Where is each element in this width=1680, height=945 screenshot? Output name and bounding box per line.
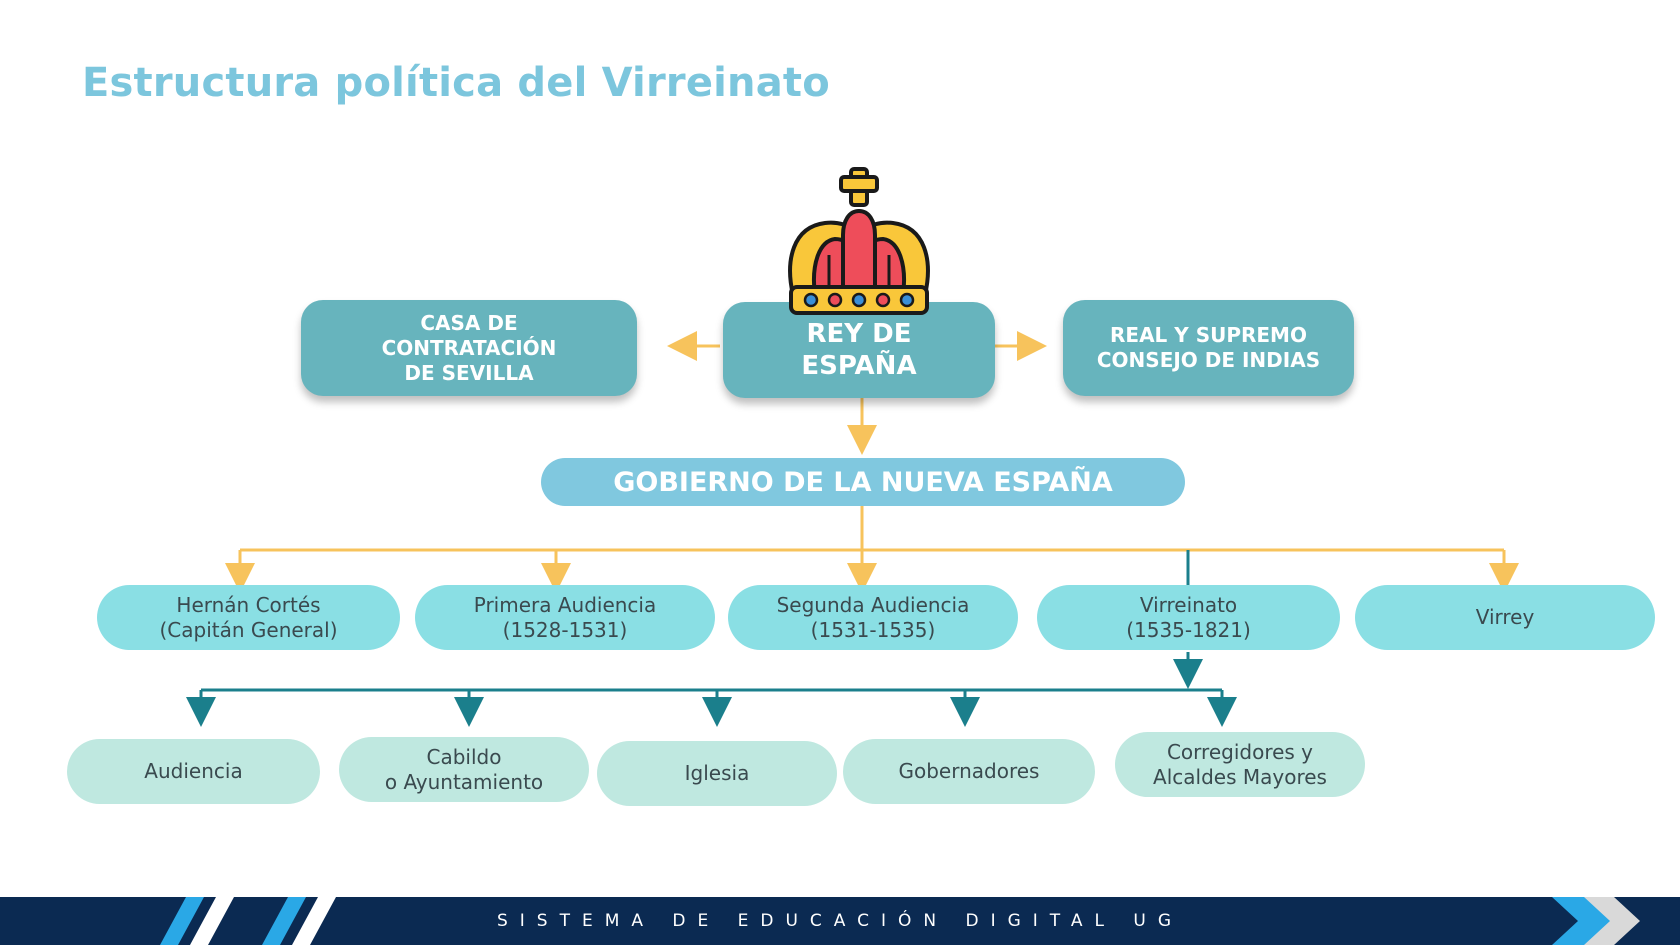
- level2-item-virreinato: Virreinato (1535-1821): [1037, 585, 1340, 650]
- level2-item-primera-audiencia: Primera Audiencia (1528-1531): [415, 585, 715, 650]
- level3-item-cabildo: Cabildo o Ayuntamiento: [339, 737, 589, 802]
- level3-item-corregidores: Corregidores y Alcaldes Mayores: [1115, 732, 1365, 797]
- footer-stripes-decoration: [160, 897, 1640, 945]
- level2-item-segunda-audiencia: Segunda Audiencia (1531-1535): [728, 585, 1018, 650]
- level2-item-cortes: Hernán Cortés (Capitán General): [97, 585, 400, 650]
- rey-espana-box: REY DE ESPAÑA: [723, 302, 995, 398]
- level3-item-audiencia: Audiencia: [67, 739, 320, 804]
- casa-contratacion-box: CASA DE CONTRATACIÓN DE SEVILLA: [301, 300, 637, 396]
- crown-icon: [788, 167, 930, 315]
- consejo-indias-box: REAL Y SUPREMO CONSEJO DE INDIAS: [1063, 300, 1354, 396]
- level2-item-virrey: Virrey: [1355, 585, 1655, 650]
- level3-item-iglesia: Iglesia: [597, 741, 837, 806]
- footer-bar: SISTEMA DE EDUCACIÓN DIGITAL UG: [0, 897, 1680, 945]
- level3-item-gobernadores: Gobernadores: [843, 739, 1095, 804]
- gobierno-nueva-espana-box: GOBIERNO DE LA NUEVA ESPAÑA: [541, 458, 1185, 506]
- page-title: Estructura política del Virreinato: [82, 60, 830, 106]
- footer-text: SISTEMA DE EDUCACIÓN DIGITAL UG: [497, 911, 1183, 931]
